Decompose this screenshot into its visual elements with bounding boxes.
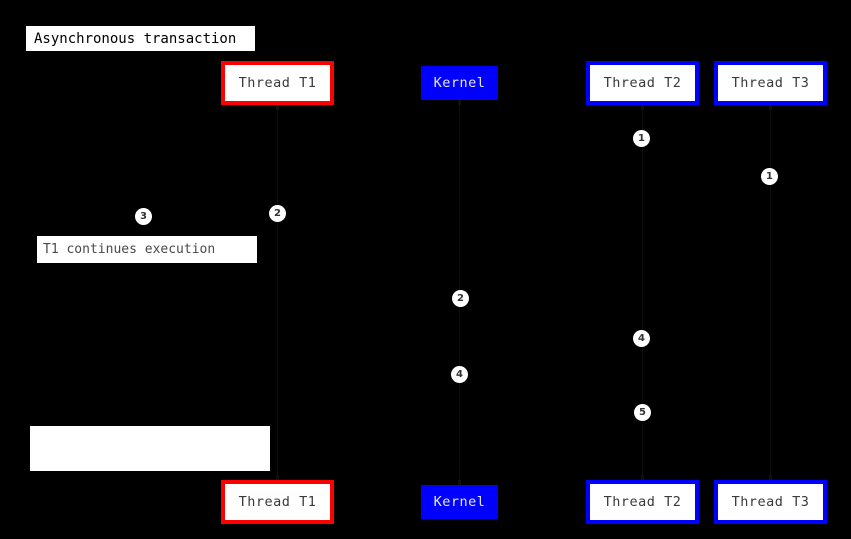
participant-label: Thread T2 <box>603 494 682 510</box>
lifeline-stub-t2 <box>641 105 644 110</box>
lifeline-stub-t3 <box>769 475 772 480</box>
participant-t3-top[interactable]: Thread T3 <box>714 61 827 105</box>
step-marker-3: 3 <box>135 208 152 225</box>
note-text: T1 continues execution <box>43 242 216 257</box>
step-marker-2: 2 <box>269 205 286 222</box>
step-marker-2: 2 <box>452 290 469 307</box>
lifeline-t1 <box>277 105 278 480</box>
participant-label: Kernel <box>433 494 486 510</box>
lifeline-stub-t1 <box>276 475 279 480</box>
participant-t2-top[interactable]: Thread T2 <box>586 61 699 105</box>
participant-label: Kernel <box>433 75 486 91</box>
lifeline-t2 <box>642 105 643 480</box>
lifeline-stub-kernel <box>458 100 461 105</box>
participant-label: Thread T1 <box>238 75 317 91</box>
participant-label: Thread T3 <box>731 494 810 510</box>
lifeline-stub-t3 <box>769 105 772 110</box>
note-empty <box>30 426 270 471</box>
participant-label: Thread T2 <box>603 75 682 91</box>
lifeline-t3 <box>770 105 771 480</box>
lifeline-stub-t1 <box>276 105 279 110</box>
step-marker-4: 4 <box>633 330 650 347</box>
participant-t3b-bottom[interactable]: Thread T3 <box>714 480 827 524</box>
diagram-title-banner: Asynchronous transaction <box>26 26 255 51</box>
step-marker-1: 1 <box>761 168 778 185</box>
lifeline-stub-t2 <box>641 475 644 480</box>
participant-label: Thread T1 <box>238 494 317 510</box>
participant-t1b-bottom[interactable]: Thread T1 <box>221 480 334 524</box>
step-marker-1: 1 <box>633 130 650 147</box>
step-marker-4: 4 <box>451 366 468 383</box>
participant-t1-top[interactable]: Thread T1 <box>221 61 334 105</box>
lifeline-stub-kernel <box>458 480 461 485</box>
step-marker-5: 5 <box>634 404 651 421</box>
diagram-title-text: Asynchronous transaction <box>34 30 237 47</box>
participant-kernelb-bottom[interactable]: Kernel <box>421 485 498 519</box>
note-t1-continues: T1 continues execution <box>37 236 257 263</box>
participant-label: Thread T3 <box>731 75 810 91</box>
participant-kernel-top[interactable]: Kernel <box>421 66 498 100</box>
participant-t2b-bottom[interactable]: Thread T2 <box>586 480 699 524</box>
